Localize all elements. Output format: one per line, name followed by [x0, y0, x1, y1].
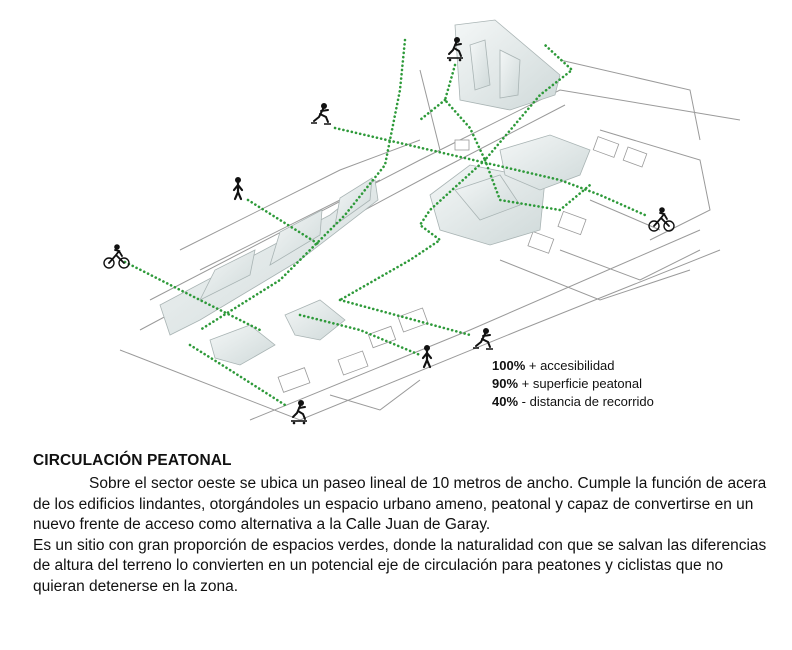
stat-accessibility: 100% + accesibilidad — [492, 357, 654, 375]
description-section: CIRCULACIÓN PEATONAL Sobre el sector oes… — [33, 452, 773, 597]
circulation-routes — [123, 38, 647, 407]
context-blocks — [277, 136, 648, 393]
bicycle-icon — [103, 244, 130, 269]
building-massing — [159, 19, 591, 366]
stat-value: 100% — [492, 358, 526, 373]
stat-label: + superficie peatonal — [521, 376, 642, 391]
south-block — [284, 299, 346, 341]
circulation-axonometric-diagram — [103, 19, 741, 425]
bicycle-icon — [648, 207, 675, 232]
skater-icon — [473, 328, 493, 350]
stat-pedestrian-surface: 90% + superficie peatonal — [492, 375, 654, 393]
stat-label: - distancia de recorrido — [521, 394, 654, 409]
skateboard-icon — [447, 37, 463, 62]
pedestrian-icon — [232, 177, 244, 201]
stat-value: 40% — [492, 394, 519, 409]
stat-travel-distance: 40% - distancia de recorrido — [492, 393, 654, 411]
stats-legend: 100% + accesibilidad 90% + superficie pe… — [492, 357, 654, 411]
stat-label: + accesibilidad — [528, 358, 615, 373]
linear-block — [159, 179, 379, 336]
east-block — [499, 134, 591, 191]
skater-icon — [311, 103, 331, 125]
skateboard-icon — [291, 400, 307, 425]
paragraph-1: Sobre el sector oeste se ubica un paseo … — [33, 475, 767, 533]
stat-value: 90% — [492, 376, 519, 391]
section-heading: CIRCULACIÓN PEATONAL — [33, 452, 232, 469]
paragraph-2: Es un sitio con gran proporción de espac… — [33, 536, 767, 595]
pedestrian-icon — [421, 345, 433, 369]
